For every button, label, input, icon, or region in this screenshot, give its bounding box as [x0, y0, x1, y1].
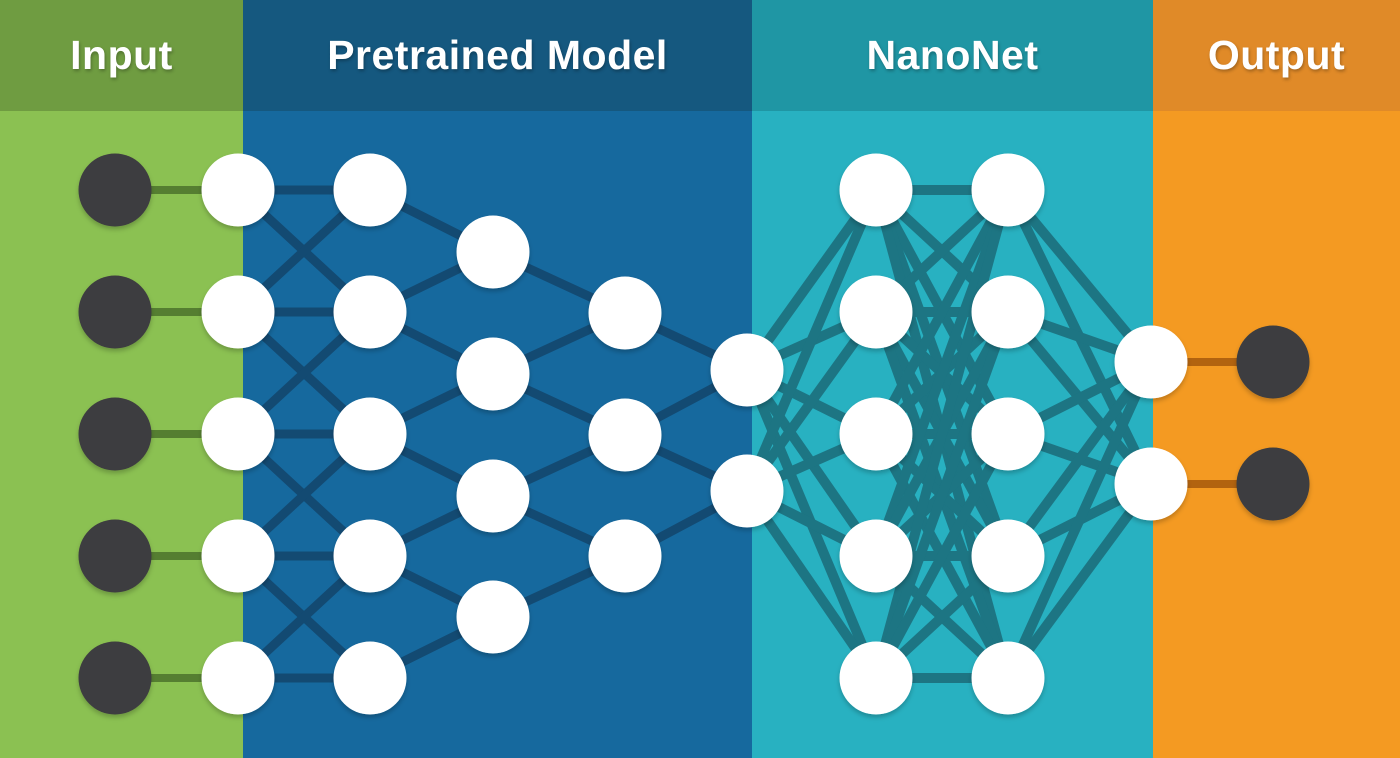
edge-nano-2-nano-3 — [1003, 359, 1156, 559]
node-nano-1-2 — [839, 275, 913, 349]
node-nano-2-3 — [971, 397, 1045, 471]
node-pre-2-5 — [333, 641, 407, 715]
node-nano-2-5 — [971, 641, 1045, 715]
section-title-pretrained-model: Pretrained Model — [327, 32, 668, 78]
node-pre-2-4 — [333, 519, 407, 593]
edge-pre-5-nano-1 — [742, 488, 881, 681]
node-pre-5-2 — [710, 454, 784, 528]
node-pre-3-3 — [456, 459, 530, 533]
node-nano-2-2 — [971, 275, 1045, 349]
node-input-1 — [78, 153, 152, 227]
node-input-3 — [78, 397, 152, 471]
node-pre-2-2 — [333, 275, 407, 349]
edge-nano-2-nano-3 — [1003, 481, 1156, 681]
section-header-input: Input — [0, 0, 243, 111]
node-input-4 — [78, 519, 152, 593]
node-pre-1-2 — [201, 275, 275, 349]
node-pre-1-1 — [201, 153, 275, 227]
node-nano-1-4 — [839, 519, 913, 593]
edge-pre-5-nano-1 — [742, 309, 881, 494]
node-nano-3-2 — [1114, 447, 1188, 521]
edge-nano-2-nano-3 — [1003, 359, 1156, 681]
node-nano-2-4 — [971, 519, 1045, 593]
edge-nano-1-nano-2 — [871, 431, 1013, 681]
node-pre-4-2 — [588, 398, 662, 472]
edge-pre-5-nano-1 — [742, 188, 881, 493]
node-output-2 — [1236, 447, 1310, 521]
edge-nano-1-nano-2 — [871, 310, 1013, 680]
section-title-nanonet: NanoNet — [866, 32, 1039, 78]
edge-nano-1-nano-2 — [871, 188, 1013, 558]
edge-nano-1-nano-2 — [871, 187, 1013, 437]
section-body-input — [0, 0, 243, 758]
node-nano-3-1 — [1114, 325, 1188, 399]
node-pre-3-1 — [456, 215, 530, 289]
node-nano-1-1 — [839, 153, 913, 227]
node-input-2 — [78, 275, 152, 349]
node-pre-3-2 — [456, 337, 530, 411]
node-pre-1-5 — [201, 641, 275, 715]
node-pre-3-4 — [456, 580, 530, 654]
node-input-5 — [78, 641, 152, 715]
edge-nano-2-nano-3 — [1004, 186, 1155, 366]
node-nano-1-3 — [839, 397, 913, 471]
node-pre-1-3 — [201, 397, 275, 471]
node-pre-2-3 — [333, 397, 407, 471]
node-pre-5-1 — [710, 333, 784, 407]
node-pre-4-1 — [588, 276, 662, 350]
node-output-1 — [1236, 325, 1310, 399]
edge-pre-5-nano-1 — [742, 187, 881, 373]
node-pre-1-4 — [201, 519, 275, 593]
section-title-input: Input — [70, 32, 173, 78]
node-nano-1-5 — [839, 641, 913, 715]
node-pre-4-3 — [588, 519, 662, 593]
section-header-nanonet: NanoNet — [752, 0, 1153, 111]
section-header-output: Output — [1153, 0, 1400, 111]
section-title-output: Output — [1207, 32, 1346, 78]
edge-nano-1-nano-2 — [871, 188, 1013, 680]
section-header-pretrained-model: Pretrained Model — [243, 0, 752, 111]
node-nano-2-1 — [971, 153, 1045, 227]
node-pre-2-1 — [333, 153, 407, 227]
